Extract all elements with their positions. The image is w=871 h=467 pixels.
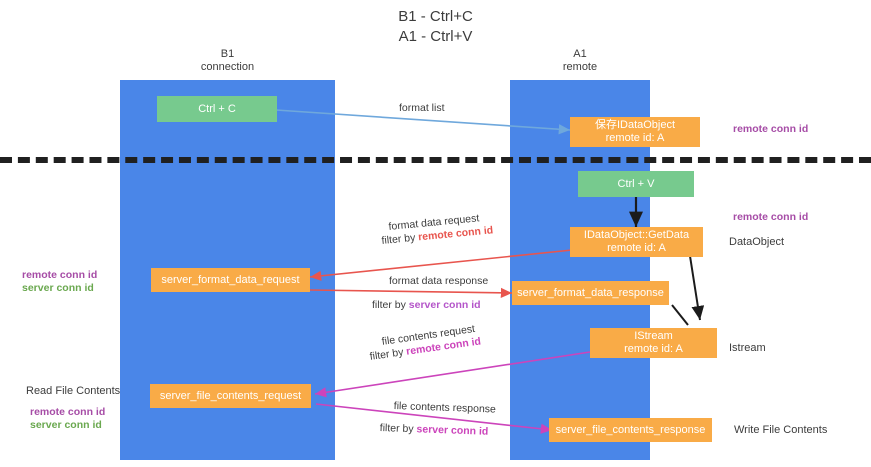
node-server-file-contents-response[interactable]: server_file_contents_response: [549, 418, 712, 442]
node-istream-label: IStream: [634, 330, 673, 342]
edge-format-data-response: [309, 287, 513, 298]
node-ctrl-c-label: Ctrl + C: [198, 102, 236, 115]
edge-file-contents-request: [314, 351, 591, 398]
edge-response-to-istream: [671, 304, 689, 326]
phase-divider: [0, 157, 871, 163]
node-server-file-contents-response-label: server_file_contents_response: [555, 423, 706, 436]
edge-label-format-list-text: format list: [399, 102, 445, 114]
edge-file-contents-response: [315, 403, 553, 434]
node-ctrl-v-label: Ctrl + V: [617, 177, 655, 190]
node-server-format-data-response[interactable]: server_format_data_response: [512, 281, 669, 305]
edge-filter-key-4: server conn id: [416, 423, 489, 438]
edge-label-format-list: format list: [399, 102, 445, 114]
annotation-left-remote-conn-id-bot: remote conn id: [30, 406, 106, 418]
edge-filter-prefix-4: filter by: [379, 422, 417, 436]
page-title: B1 - Ctrl+C A1 - Ctrl+V: [0, 7, 871, 47]
annotation-right-remote-conn-id-mid: remote conn id: [733, 211, 809, 223]
annotation-left-remote-conn-id-mid: remote conn id: [22, 269, 98, 281]
annotation-left-server-conn-id-bot: server conn id: [30, 419, 102, 431]
annotation-left-read-file-contents: Read File Contents: [26, 385, 121, 397]
title-line-2: A1 - Ctrl+V: [398, 28, 473, 45]
node-server-format-data-request[interactable]: server_format_data_request: [151, 268, 310, 292]
edge-label-format-data-response: format data response: [389, 275, 488, 287]
annotation-right-remote-conn-id-top: remote conn id: [733, 123, 809, 135]
node-ctrl-c[interactable]: Ctrl + C: [157, 96, 277, 122]
edge-label-format-data-response-filter: filter by server conn id: [372, 299, 481, 311]
node-server-file-contents-request-label: server_file_contents_request: [159, 389, 302, 402]
column-header-b1-sub: connection: [200, 61, 255, 73]
edge-label-format-data-response-text: format data response: [389, 275, 489, 287]
node-idataobject-getdata-sub: remote id: A: [607, 242, 666, 254]
node-idataobject-store-label: 保存IDataObject: [594, 119, 676, 131]
node-ctrl-v[interactable]: Ctrl + V: [578, 171, 694, 197]
column-header-b1-name: B1: [220, 48, 235, 60]
node-idataobject-getdata[interactable]: IDataObject::GetData remote id: A: [570, 227, 703, 257]
edge-format-list: [275, 109, 571, 135]
annotation-right-istream: Istream: [729, 342, 766, 354]
annotation-right-dataobject: DataObject: [729, 236, 785, 248]
annotation-right-write-file-contents: Write File Contents: [734, 424, 828, 436]
node-istream-sub: remote id: A: [624, 343, 683, 355]
column-header-b1: B1 connection: [120, 48, 335, 74]
annotation-left-server-conn-id-mid: server conn id: [22, 282, 94, 294]
edge-format-data-request: [309, 249, 573, 281]
node-idataobject-getdata-label: IDataObject::GetData: [583, 229, 690, 241]
node-server-format-data-response-label: server_format_data_response: [517, 286, 664, 299]
node-idataobject-store[interactable]: 保存IDataObject remote id: A: [570, 117, 700, 147]
edge-filter-key-2: server conn id: [408, 299, 481, 311]
column-header-a1-sub: remote: [562, 61, 598, 73]
edge-filter-prefix-2: filter by: [372, 299, 409, 311]
edge-getdata-to-istream: [689, 255, 705, 321]
title-line-1: B1 - Ctrl+C: [398, 8, 473, 25]
node-server-format-data-request-label: server_format_data_request: [161, 273, 300, 286]
node-idataobject-store-sub: remote id: A: [605, 132, 665, 144]
column-header-a1: A1 remote: [510, 48, 650, 74]
node-server-file-contents-request[interactable]: server_file_contents_request: [150, 384, 311, 408]
node-istream[interactable]: IStream remote id: A: [590, 328, 717, 358]
column-header-a1-name: A1: [573, 48, 587, 60]
